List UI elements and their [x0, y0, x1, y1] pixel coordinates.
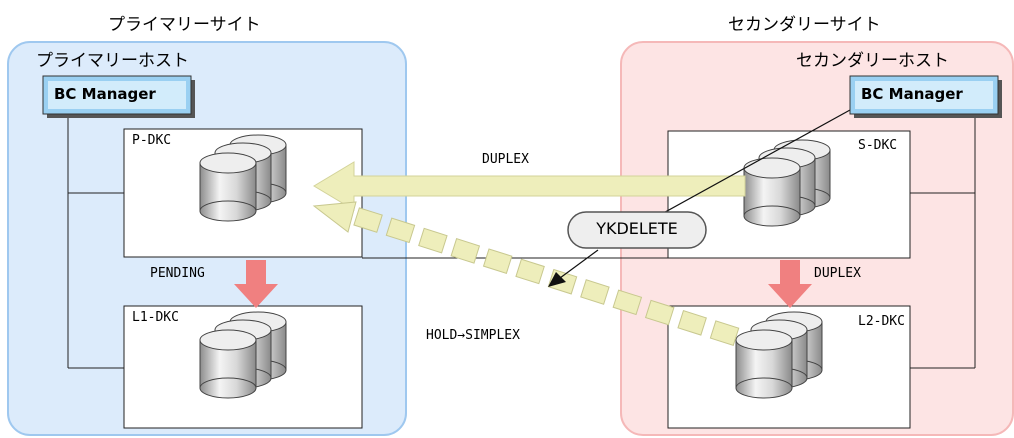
remote-copy-status: DUPLEX	[482, 152, 529, 167]
secondary-local-copy-arrow	[768, 260, 812, 308]
secondary-pair-status: DUPLEX	[814, 266, 861, 281]
primary-pair-status: PENDING	[150, 266, 205, 281]
secondary-site-title: セカンダリーサイト	[728, 15, 881, 35]
s-dkc-label: S-DKC	[858, 138, 898, 153]
l1-dkc-label: L1-DKC	[132, 310, 179, 325]
secondary-host-lines	[910, 115, 976, 369]
primary-host-lines	[67, 115, 124, 369]
primary-site-title: プライマリーサイト	[108, 15, 261, 35]
primary-bc-manager-label: BC Manager	[54, 85, 156, 103]
primary-host-label: プライマリーホスト	[36, 51, 189, 71]
remote-copy-arrow	[313, 161, 746, 211]
secondary-bc-manager-label: BC Manager	[861, 85, 963, 103]
ykdelete-callout	[567, 211, 707, 249]
primary-bc-manager-box	[42, 75, 195, 118]
secondary-bc-manager-box	[849, 75, 1002, 118]
secondary-host-label: セカンダリーホスト	[796, 51, 949, 71]
command-arrowhead	[548, 272, 566, 287]
l2-dkc-label: L2-DKC	[858, 314, 905, 329]
primary-local-copy-arrow	[234, 260, 278, 308]
command-arrow-line	[559, 249, 599, 279]
ykdelete-command-label: YKDELETE	[596, 219, 678, 238]
p-dkc-label: P-DKC	[132, 133, 172, 148]
delta-status: HOLD→SIMPLEX	[426, 328, 520, 343]
delta-resync-dashed-arrow	[312, 201, 740, 346]
